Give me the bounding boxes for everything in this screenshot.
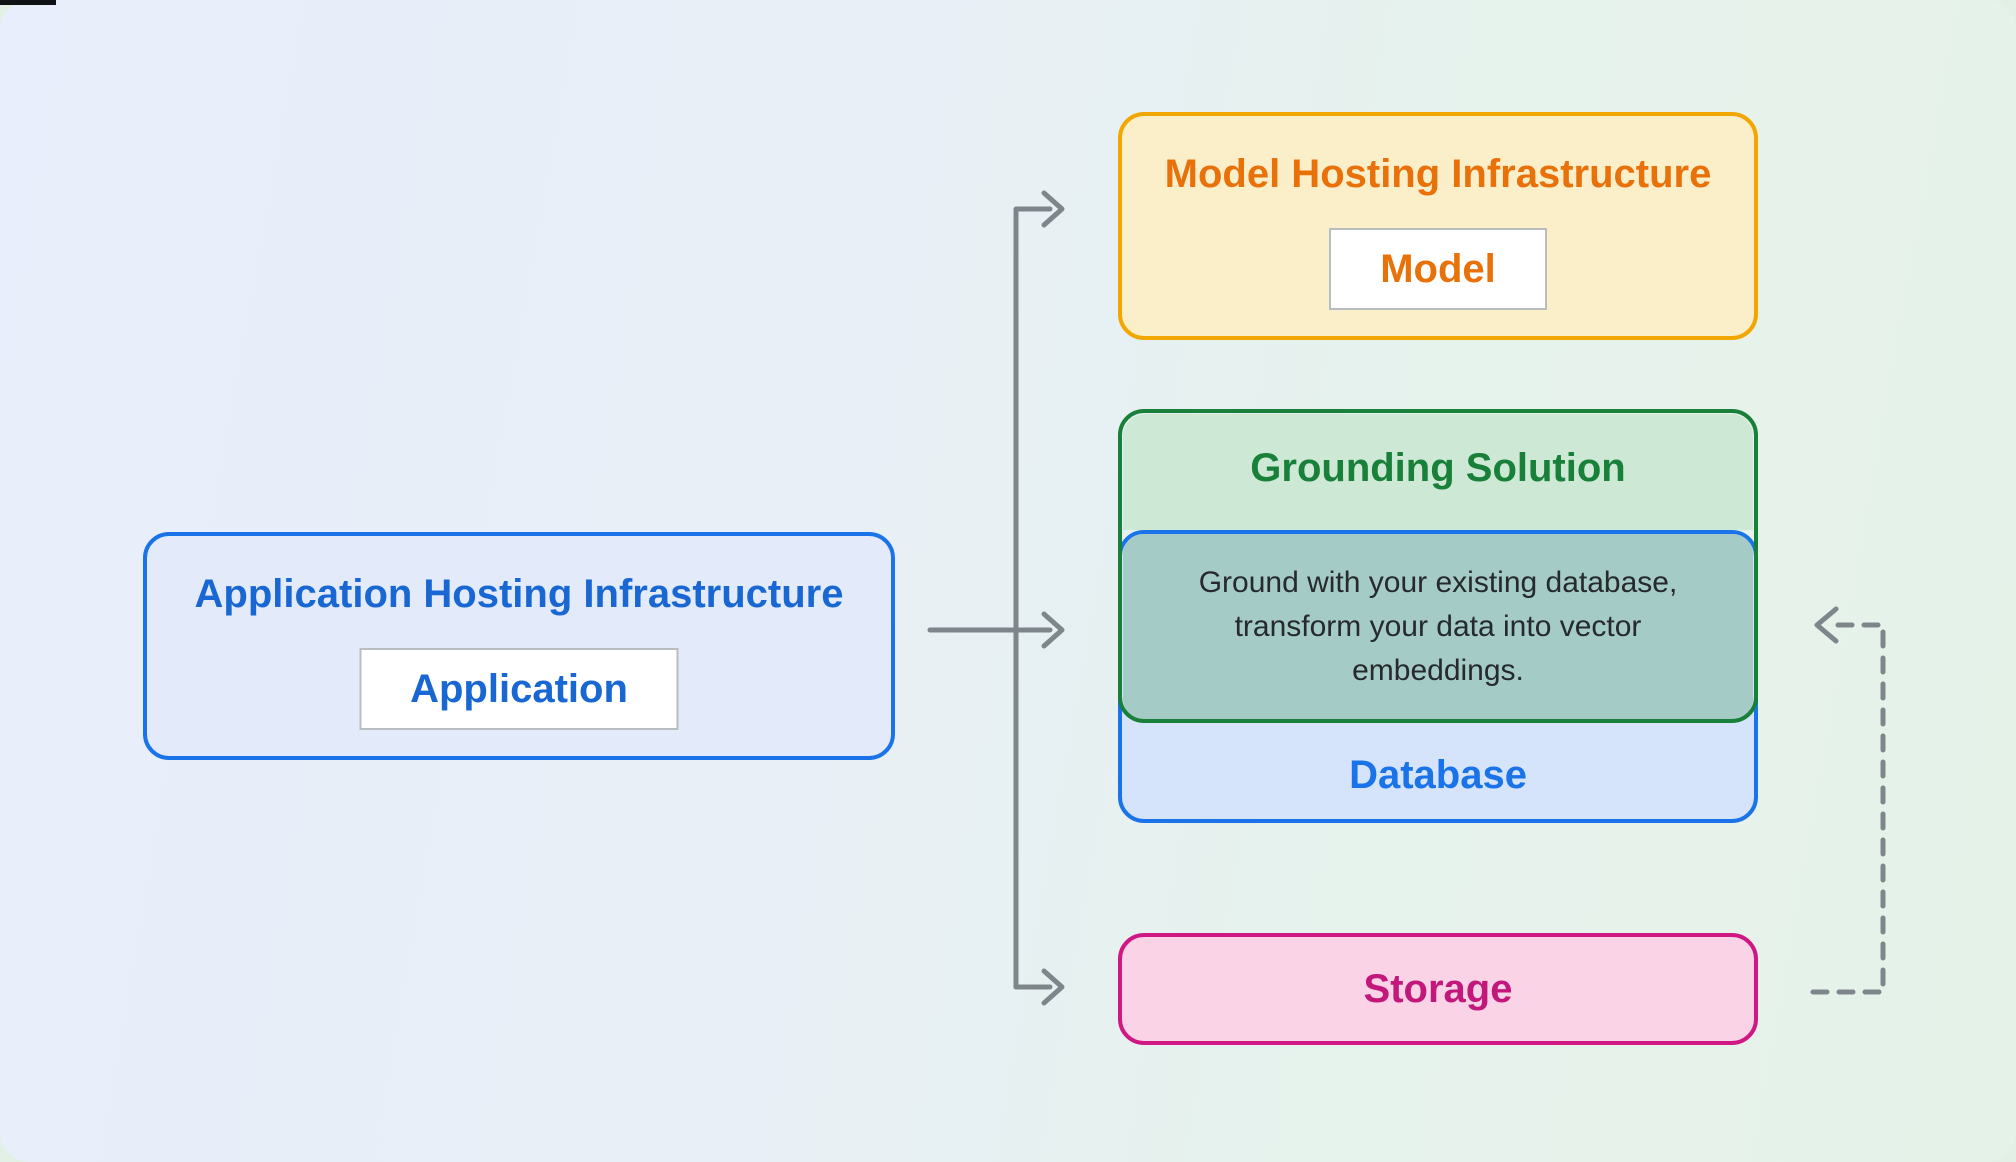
grounding-box-fill xyxy=(1123,414,1753,530)
grounding-database-overlap: Ground with your existing database, tran… xyxy=(1123,534,1753,719)
model-hosting-title: Model Hosting Infrastructure xyxy=(1164,152,1712,196)
application-hosting-box: Application Hosting Infrastructure Appli… xyxy=(143,532,895,760)
grounding-solution-title: Grounding Solution xyxy=(1250,446,1626,490)
database-label: Database xyxy=(1349,753,1527,797)
application-hosting-title: Application Hosting Infrastructure xyxy=(194,572,844,616)
model-hosting-box: Model Hosting Infrastructure Model xyxy=(1118,112,1758,340)
grounding-description: Ground with your existing database, tran… xyxy=(1198,565,1678,687)
application-node: Application xyxy=(359,648,679,730)
storage-box: Storage xyxy=(1118,933,1758,1045)
application-node-label: Application xyxy=(410,666,628,711)
model-node-label: Model xyxy=(1380,246,1496,291)
model-node: Model xyxy=(1329,228,1547,310)
top-left-notch xyxy=(0,0,56,5)
storage-label: Storage xyxy=(1363,966,1513,1011)
